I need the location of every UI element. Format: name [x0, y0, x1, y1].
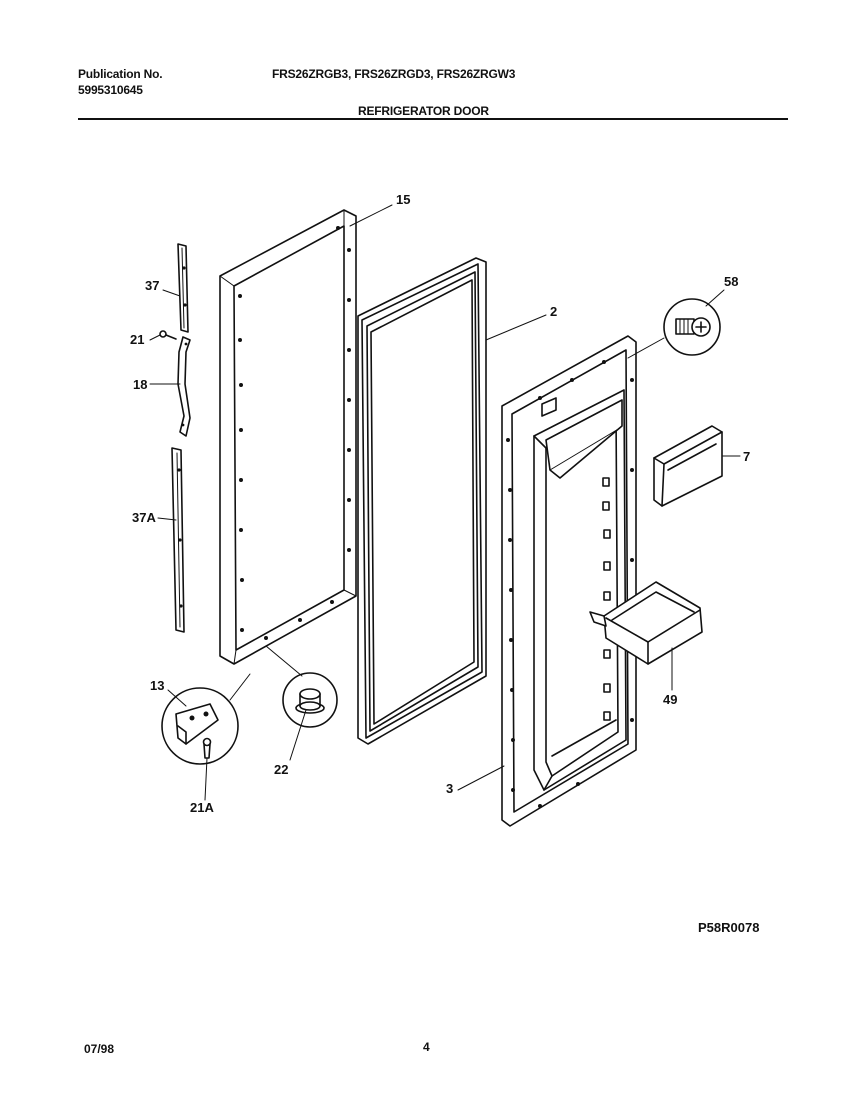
section-title: REFRIGERATOR DOOR: [358, 104, 489, 118]
leader-lines: [149, 204, 741, 801]
part-37-door-stop: [177, 243, 189, 333]
callout-22: 22: [274, 762, 288, 777]
page-number: 4: [423, 1040, 430, 1054]
callout-15: 15: [396, 192, 410, 207]
header-rule: [78, 118, 788, 120]
part-15-door-frame: [219, 209, 357, 665]
model-numbers: FRS26ZRGB3, FRS26ZRGD3, FRS26ZRGW3: [272, 67, 516, 81]
callout-58: 58: [724, 274, 738, 289]
publication-number: 5995310645: [78, 83, 143, 97]
callout-37a: 37A: [132, 510, 156, 525]
callout-49: 49: [663, 692, 677, 707]
callout-2: 2: [550, 304, 557, 319]
footer-date: 07/98: [84, 1042, 115, 1056]
callout-21: 21: [130, 332, 144, 347]
callout-21a: 21A: [190, 800, 214, 815]
part-7-dairy-door: [653, 425, 723, 507]
part-22-bushing-detail: [282, 672, 338, 728]
part-21-screw: [159, 330, 177, 340]
part-13-hinge-detail: [161, 687, 239, 765]
part-49-door-bin: [589, 581, 703, 665]
part-3-door-liner: [501, 335, 637, 827]
callout-3: 3: [446, 781, 453, 796]
callout-13: 13: [150, 678, 164, 693]
callout-7: 7: [743, 449, 750, 464]
part-2-door-gasket: [357, 257, 487, 745]
part-18-stop-arm: [177, 336, 191, 437]
callout-18: 18: [133, 377, 147, 392]
part-37a-door-stop: [171, 447, 185, 633]
callout-37: 37: [145, 278, 159, 293]
publication-label: Publication No.: [78, 67, 163, 81]
diagram-code: P58R0078: [698, 920, 760, 935]
part-58-screw-detail: [663, 298, 721, 356]
